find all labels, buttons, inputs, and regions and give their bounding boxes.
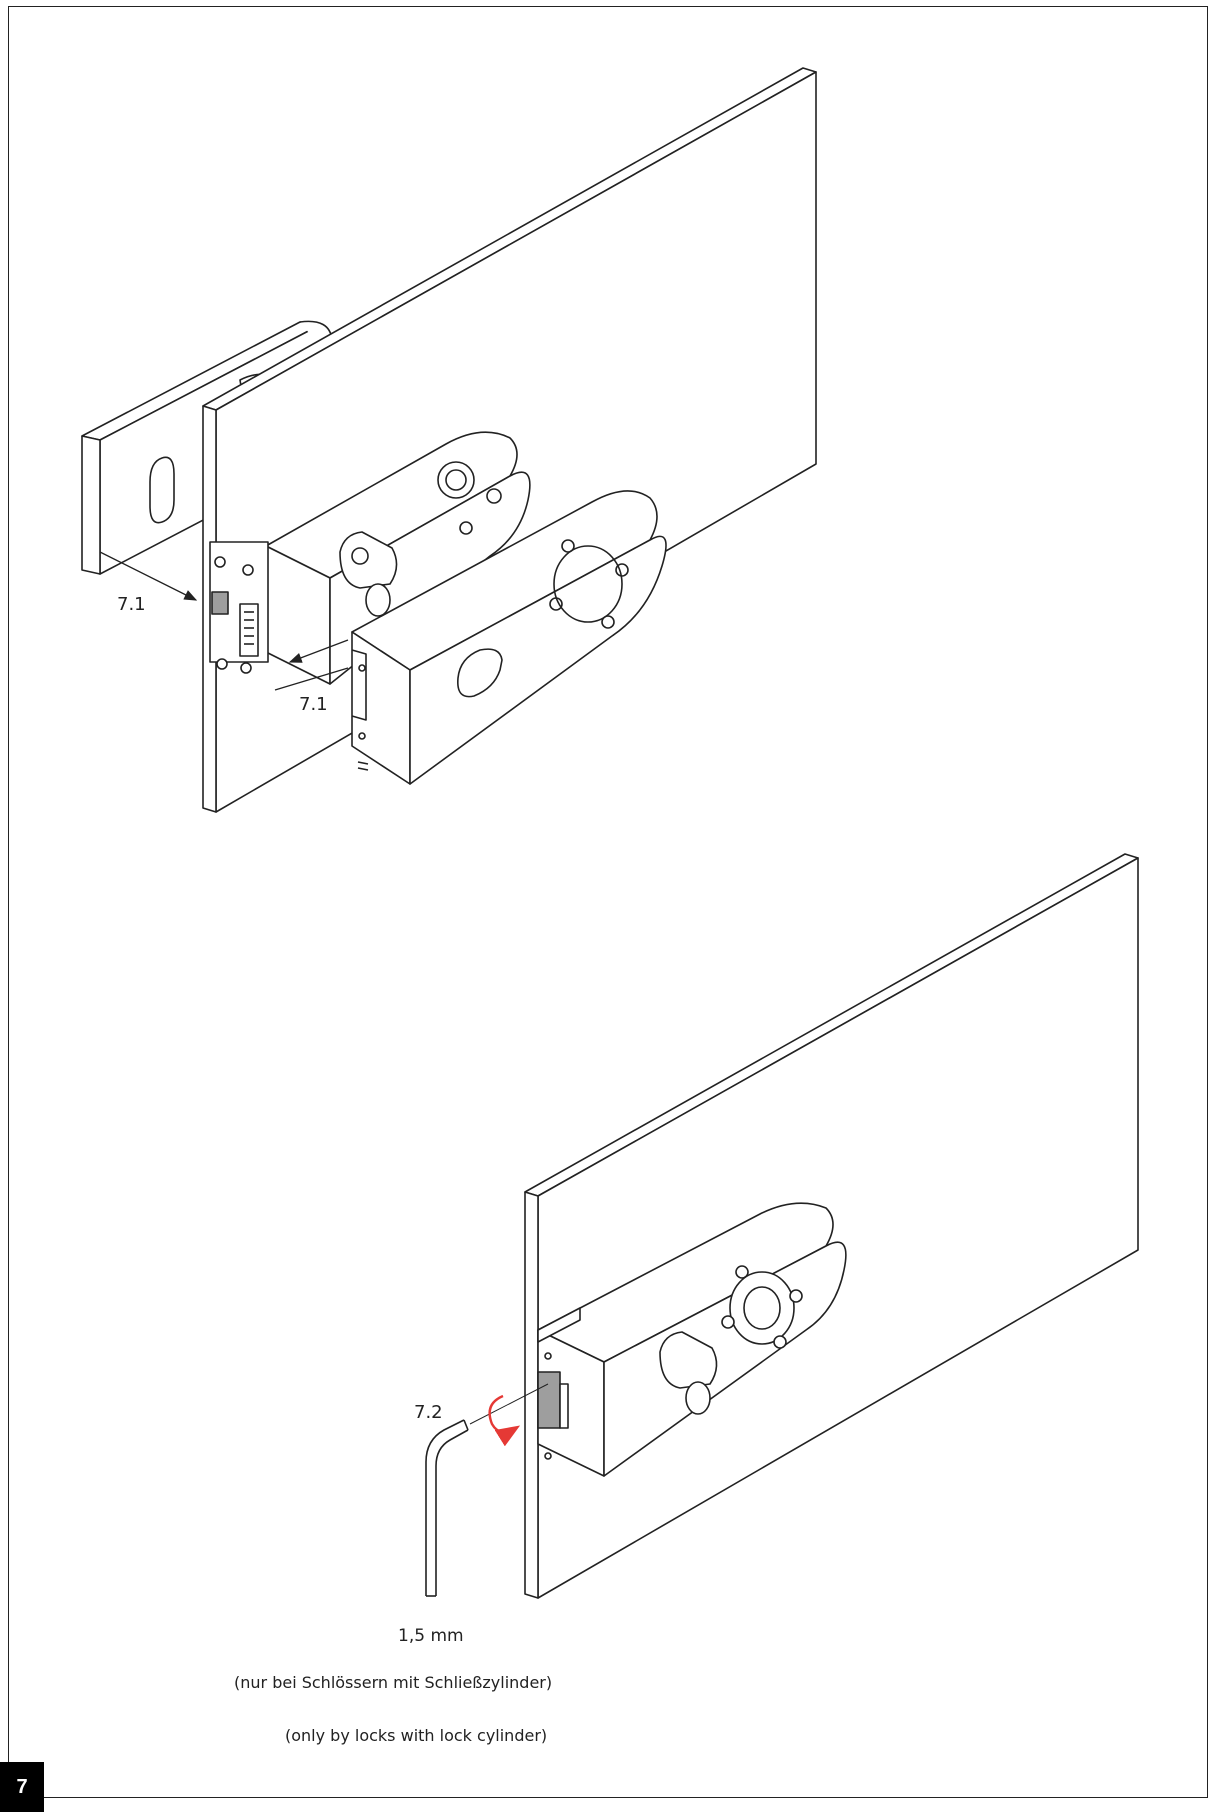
- step-label-7-2: 7.2: [414, 1402, 443, 1423]
- hex-key: [425, 1419, 469, 1597]
- hex-key-size-label: 1,5 mm: [398, 1626, 464, 1646]
- arrow-front-plate: [288, 639, 349, 663]
- lower-assembly: [524, 853, 1139, 1599]
- hex-key-guide-line: [469, 1383, 549, 1425]
- page-number: 7: [0, 1762, 44, 1812]
- arrow-back-plate: [99, 551, 198, 601]
- page-frame: [8, 6, 1208, 1798]
- rotation-arrow-icon: [488, 1394, 521, 1447]
- lock-body-lower: [537, 1202, 847, 1477]
- arrow-front-plate-tail: [274, 667, 349, 691]
- step-label-7-1-upper: 7.1: [117, 594, 146, 615]
- step-label-7-1-lower: 7.1: [299, 694, 328, 715]
- front-cover-plate: [351, 490, 667, 785]
- note-english: (only by locks with lock cylinder): [285, 1726, 548, 1745]
- note-german: (nur bei Schlössern mit Schließzylinder): [234, 1673, 553, 1692]
- upper-assembly: [81, 67, 817, 813]
